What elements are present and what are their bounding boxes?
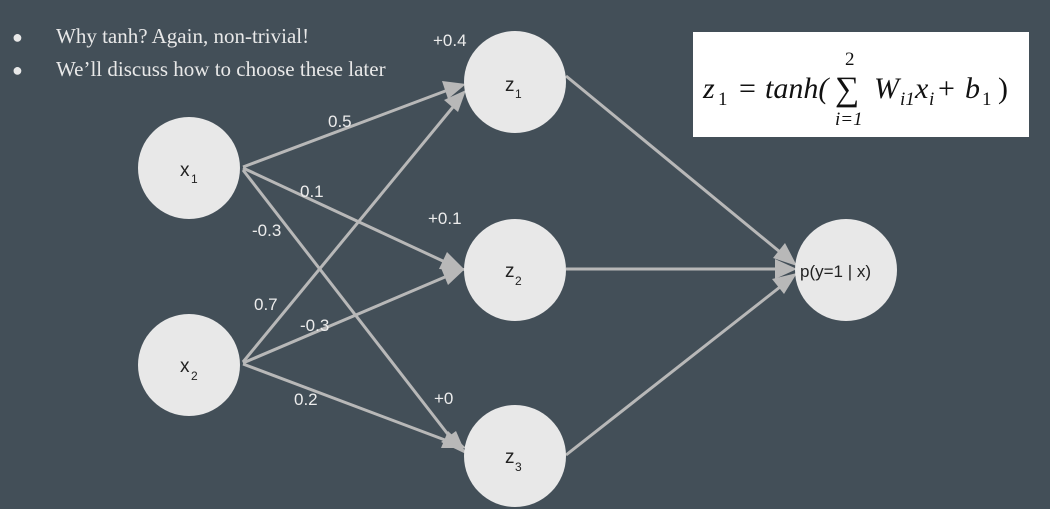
weight-x1-z3: -0.3 (252, 221, 281, 240)
node-x2-label: x (180, 356, 190, 377)
edge-z1-out (565, 74, 781, 254)
edge-x2-z1-arrowhead (444, 90, 466, 112)
formula-sum-symbol: ∑ (835, 71, 859, 108)
edge-z3-out-arrowhead (772, 273, 797, 294)
bullet-list: ● Why tanh? Again, non-trivial! ● We’ll di… (12, 20, 386, 86)
node-x1-label: x (180, 160, 190, 181)
bias-z3: +0 (434, 389, 453, 408)
bias-z2: +0.1 (428, 209, 462, 228)
node-z1: z 1 (464, 31, 566, 133)
node-z2-subscript: 2 (515, 274, 522, 288)
formula-x: x (914, 72, 929, 105)
node-x2: x 2 (138, 314, 240, 416)
node-x1-circle (138, 117, 240, 219)
bullet-item: ● Why tanh? Again, non-trivial! (12, 20, 386, 53)
weight-x1-z1: 0.5 (328, 112, 352, 131)
edges (241, 74, 797, 457)
bullet-item: ● We’ll discuss how to choose these later (12, 53, 386, 86)
formula: z 1 = tanh( 2 ∑ i=1 W i1 x i + b 1 ) (702, 49, 1008, 130)
edge-x1-z3 (241, 169, 452, 438)
weight-x2-z1: 0.7 (254, 295, 278, 314)
node-output-label: p(y=1 | x) (800, 262, 871, 281)
edge-z3-out (565, 285, 781, 457)
formula-w-sub: i1 (900, 89, 915, 110)
formula-b: b (965, 72, 980, 105)
bullet-dot-icon: ● (12, 60, 23, 80)
formula-sum-upper: 2 (845, 49, 855, 70)
node-z3: z 3 (464, 405, 566, 507)
node-x2-subscript: 2 (191, 369, 198, 383)
node-x1: x 1 (138, 117, 240, 219)
node-z3-circle (464, 405, 566, 507)
formula-lhs-var: z (702, 72, 715, 105)
formula-close: ) (998, 72, 1008, 105)
formula-lhs-sub: 1 (718, 89, 728, 110)
bullet-text: Why tanh? Again, non-trivial! (56, 24, 310, 48)
node-z2-circle (464, 219, 566, 321)
node-x2-circle (138, 314, 240, 416)
node-z3-label: z (505, 447, 515, 468)
edge-x1-z1-arrowhead (442, 81, 466, 99)
edge-x2-z1 (241, 106, 455, 363)
node-z1-circle (464, 31, 566, 133)
formula-equals: = (739, 72, 756, 105)
edge-z2-out-arrowhead (775, 259, 797, 279)
bias-z1: +0.4 (433, 31, 467, 50)
weight-labels: 0.5 0.1 -0.3 0.7 -0.3 0.2 (252, 112, 352, 409)
bullet-dot-icon: ● (12, 27, 23, 47)
node-x1-subscript: 1 (191, 172, 198, 186)
node-z1-subscript: 1 (515, 87, 522, 101)
formula-box: z 1 = tanh( 2 ∑ i=1 W i1 x i + b 1 ) (693, 32, 1029, 137)
bias-labels: +0.4 +0.1 +0 (428, 31, 467, 408)
node-z2-label: z (505, 261, 515, 282)
weight-x2-z2: -0.3 (300, 316, 329, 335)
formula-func: tanh( (765, 72, 830, 105)
edge-x2-z2-arrowhead (441, 268, 466, 285)
edge-x1-z2 (242, 166, 446, 264)
node-output-circle (795, 219, 897, 321)
formula-sum-lower: i=1 (835, 109, 863, 130)
node-output: p(y=1 | x) (795, 219, 897, 321)
weight-x2-z3: 0.2 (294, 390, 318, 409)
node-z3-subscript: 3 (515, 460, 522, 474)
formula-plus: + (938, 72, 955, 105)
formula-b-sub: 1 (982, 89, 992, 110)
formula-w: W (874, 72, 902, 105)
weight-x1-z2: 0.1 (300, 182, 324, 201)
formula-x-sub: i (929, 89, 934, 110)
bullet-text: We’ll discuss how to choose these later (56, 57, 386, 81)
edge-x1-z2-arrowhead (439, 252, 466, 271)
edge-x1-z1 (242, 88, 449, 169)
node-z1-label: z (505, 75, 515, 96)
edge-x2-z2 (242, 275, 446, 365)
edge-x2-z3-arrowhead (441, 431, 466, 448)
edge-z1-out-arrowhead (773, 243, 797, 266)
node-z2: z 2 (464, 219, 566, 321)
edge-x2-z3 (242, 362, 446, 442)
